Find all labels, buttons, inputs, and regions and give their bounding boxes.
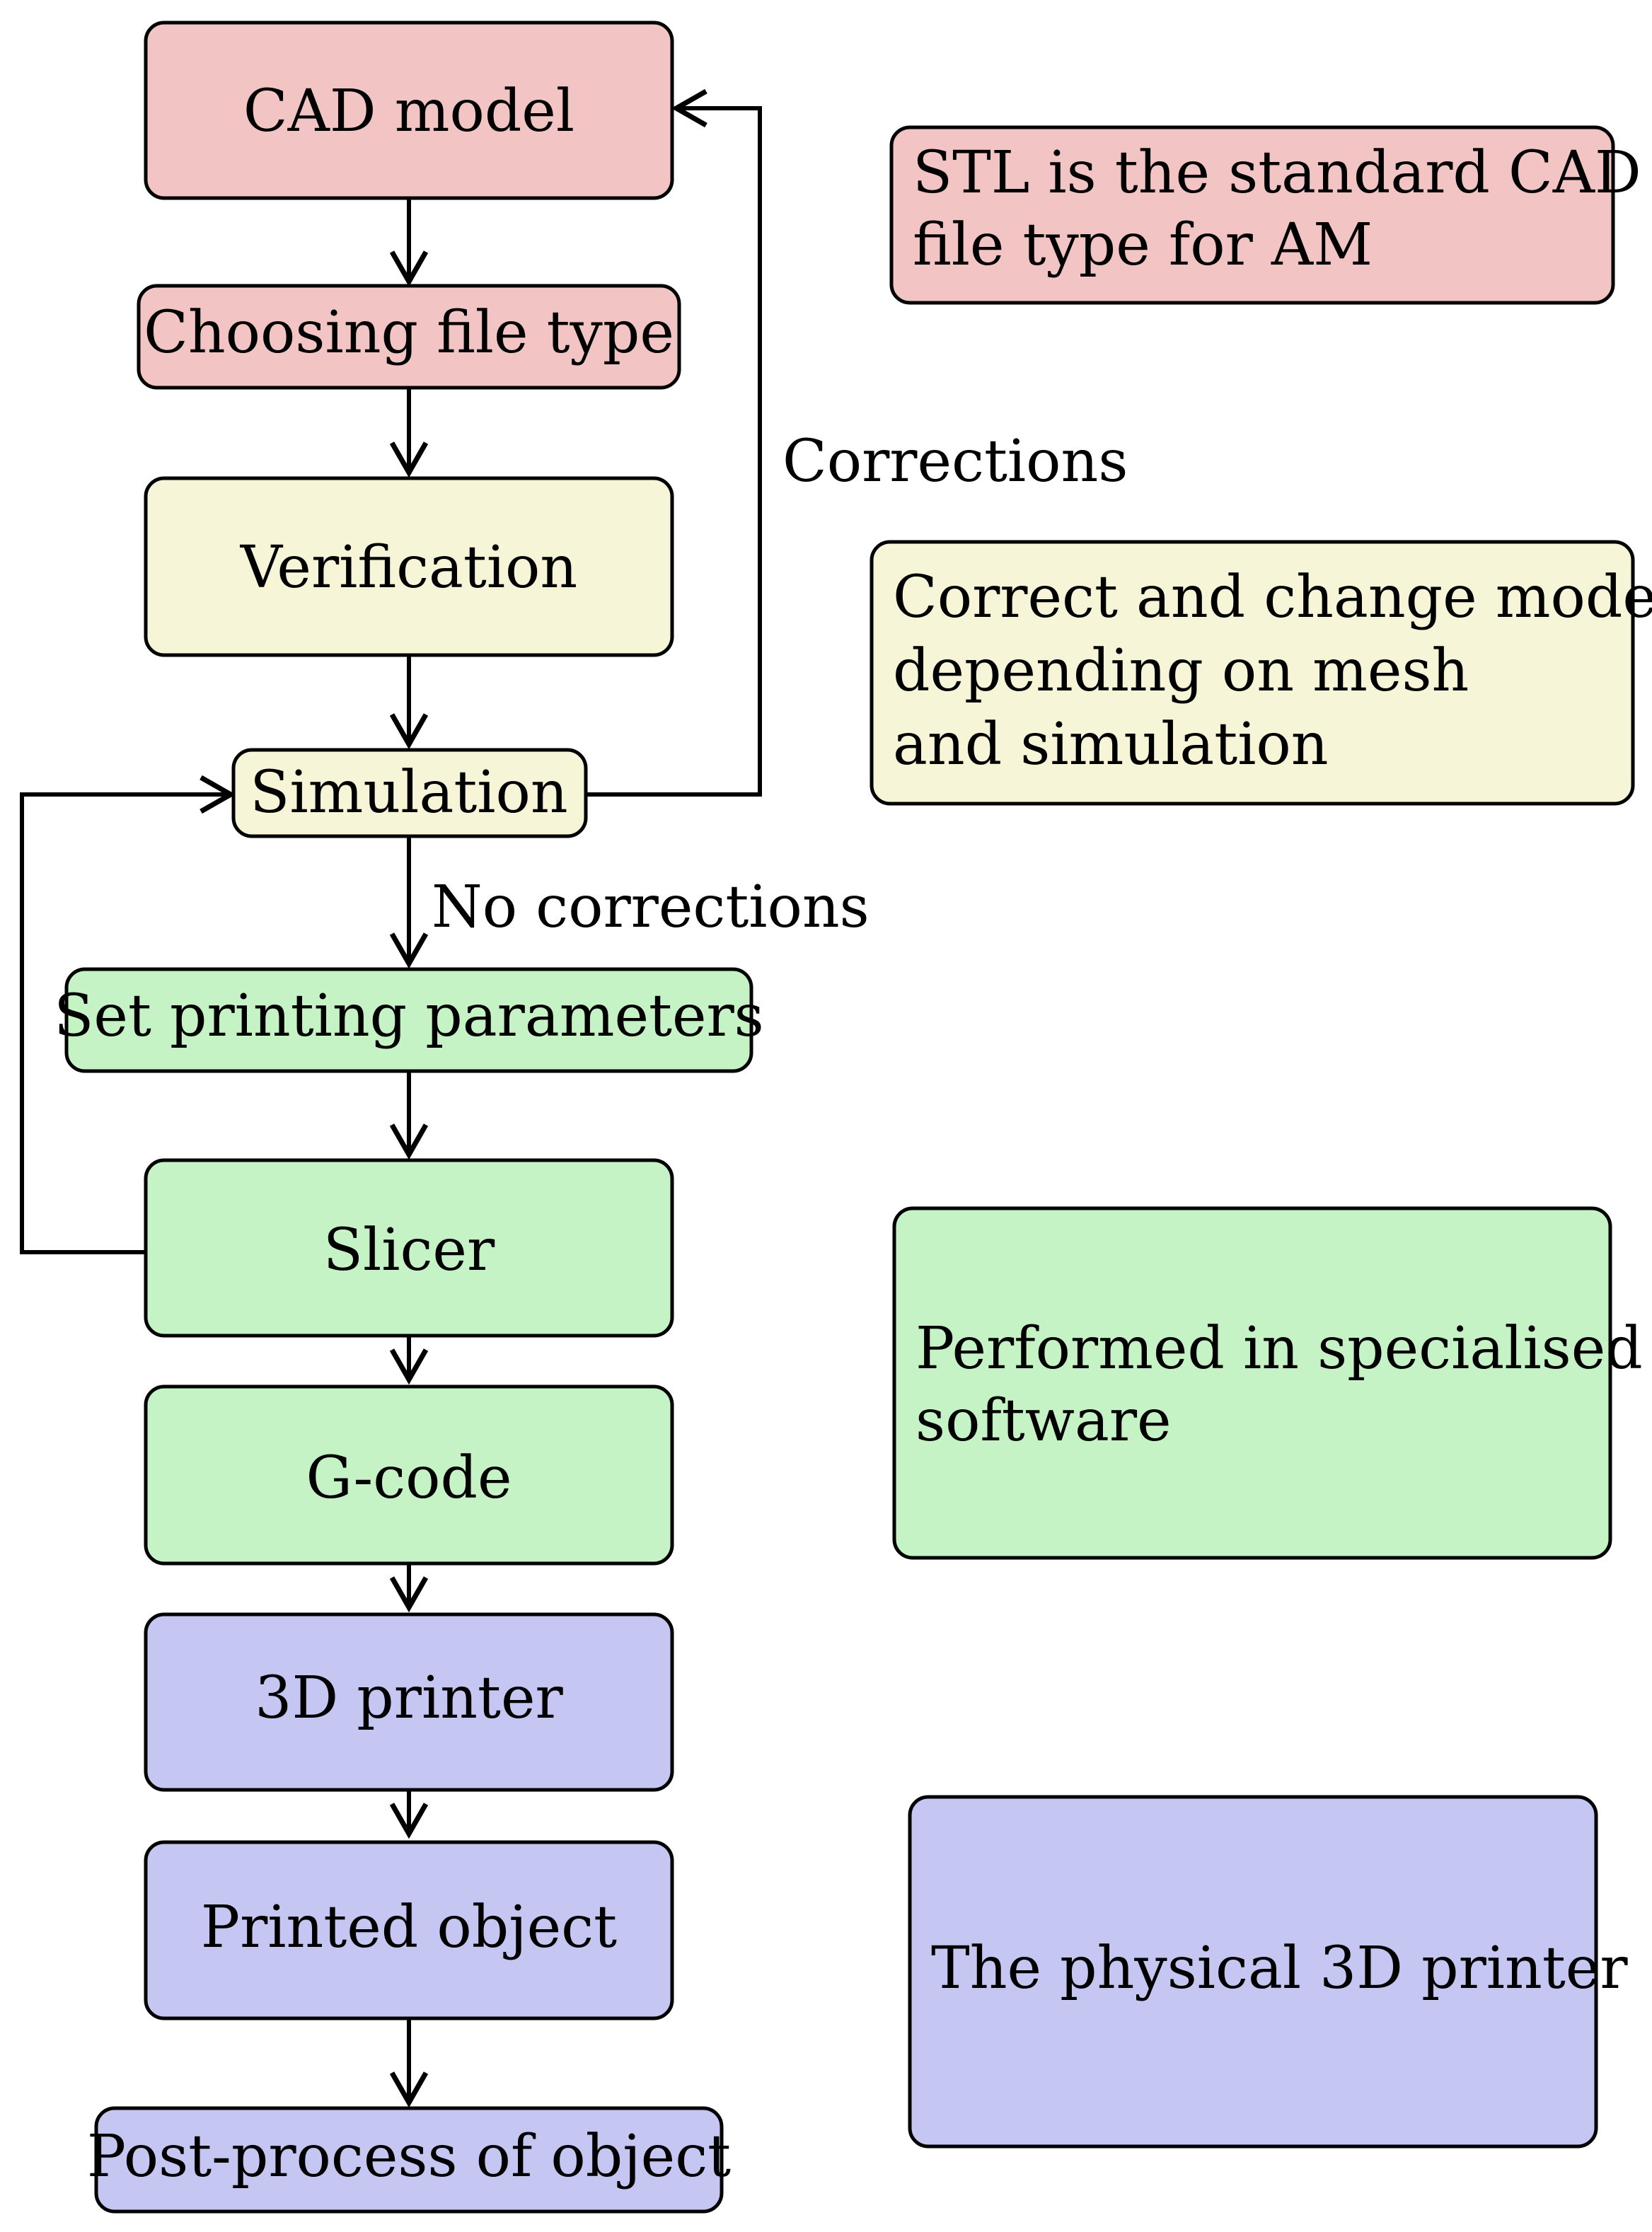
node-set-printing-parameters: Set printing parameters (54, 967, 764, 1073)
node-cad-model-box (144, 21, 674, 200)
note-physical-line-1: The physical 3D printer (931, 1935, 1628, 2002)
node-post-process-box (94, 2106, 724, 2214)
node-3d-printer-box (144, 1612, 674, 1792)
note-correct-line-2: depending on mesh (893, 637, 1469, 705)
node-set-printing-parameters-label: Set printing parameters (54, 983, 764, 1050)
node-simulation: Simulation (231, 748, 588, 838)
node-verification: Verification (144, 476, 674, 657)
note-physical: The physical 3D printer (908, 1795, 1628, 2149)
node-printed-object-box (144, 1840, 674, 2020)
node-g-code-label: G-code (306, 1445, 512, 1512)
node-set-printing-parameters-box (64, 967, 753, 1073)
edges (20, 88, 762, 2108)
note-software-line-1: Performed in specialised (915, 1315, 1643, 1382)
note-stl-box (889, 125, 1615, 305)
node-verification-box (144, 476, 674, 657)
note-software-line-2: software (915, 1387, 1172, 1455)
node-3d-printer: 3D printer (144, 1612, 674, 1792)
node-simulation-box (231, 748, 588, 838)
note-software: Performed in specialised software (892, 1206, 1643, 1560)
label-no-corrections: No corrections (432, 874, 870, 941)
note-stl-line-2: file type for AM (913, 212, 1373, 279)
node-cad-model-label: CAD model (243, 78, 574, 145)
node-simulation-label: Simulation (250, 759, 567, 826)
note-correct-box (870, 540, 1635, 806)
node-choosing-file-type: Choosing file type (137, 284, 681, 390)
node-g-code: G-code (144, 1384, 674, 1566)
node-g-code-box (144, 1384, 674, 1566)
node-verification-label: Verification (240, 534, 578, 601)
node-cad-model: CAD model (144, 21, 674, 200)
node-choosing-file-type-label: Choosing file type (144, 299, 674, 366)
node-slicer-label: Slicer (323, 1217, 495, 1284)
note-correct: Correct and change model depending on me… (870, 540, 1652, 806)
node-printed-object: Printed object (144, 1840, 674, 2020)
note-physical-box (908, 1795, 1598, 2149)
note-correct-line-3: and simulation (893, 711, 1329, 778)
edge-simulation-corrections-to-cad (586, 88, 762, 797)
node-printed-object-label: Printed object (201, 1894, 617, 1961)
node-choosing-file-type-box (137, 284, 681, 390)
note-stl: STL is the standard CAD file type for AM (889, 125, 1641, 305)
note-software-box (892, 1206, 1612, 1560)
label-corrections: Corrections (782, 428, 1128, 495)
node-slicer: Slicer (144, 1158, 674, 1338)
edge-slicer-back-to-simulation (20, 775, 236, 1254)
note-stl-line-1: STL is the standard CAD (913, 139, 1641, 207)
note-correct-line-1: Correct and change model (893, 564, 1652, 631)
node-post-process: Post-process of object (87, 2106, 731, 2214)
node-3d-printer-label: 3D printer (255, 1665, 563, 1732)
node-post-process-label: Post-process of object (87, 2123, 731, 2190)
node-slicer-box (144, 1158, 674, 1338)
